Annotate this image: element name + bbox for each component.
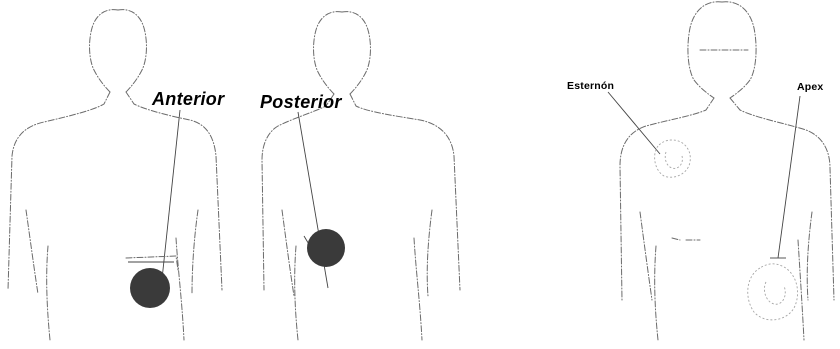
anterior-pad-marker bbox=[126, 110, 180, 308]
posterior-label: Posterior bbox=[260, 92, 342, 113]
anterior-label: Anterior bbox=[152, 89, 224, 110]
apex-label: Apex bbox=[797, 81, 823, 93]
chest-mark bbox=[672, 238, 700, 240]
sternum-apex-body-outline bbox=[620, 2, 834, 340]
posterior-pad-marker bbox=[298, 112, 345, 288]
posterior-body-outline bbox=[262, 12, 460, 340]
apex-pad-marker bbox=[748, 96, 800, 320]
anterior-body-outline bbox=[8, 10, 222, 340]
sternum-label: Esternón bbox=[567, 80, 614, 92]
